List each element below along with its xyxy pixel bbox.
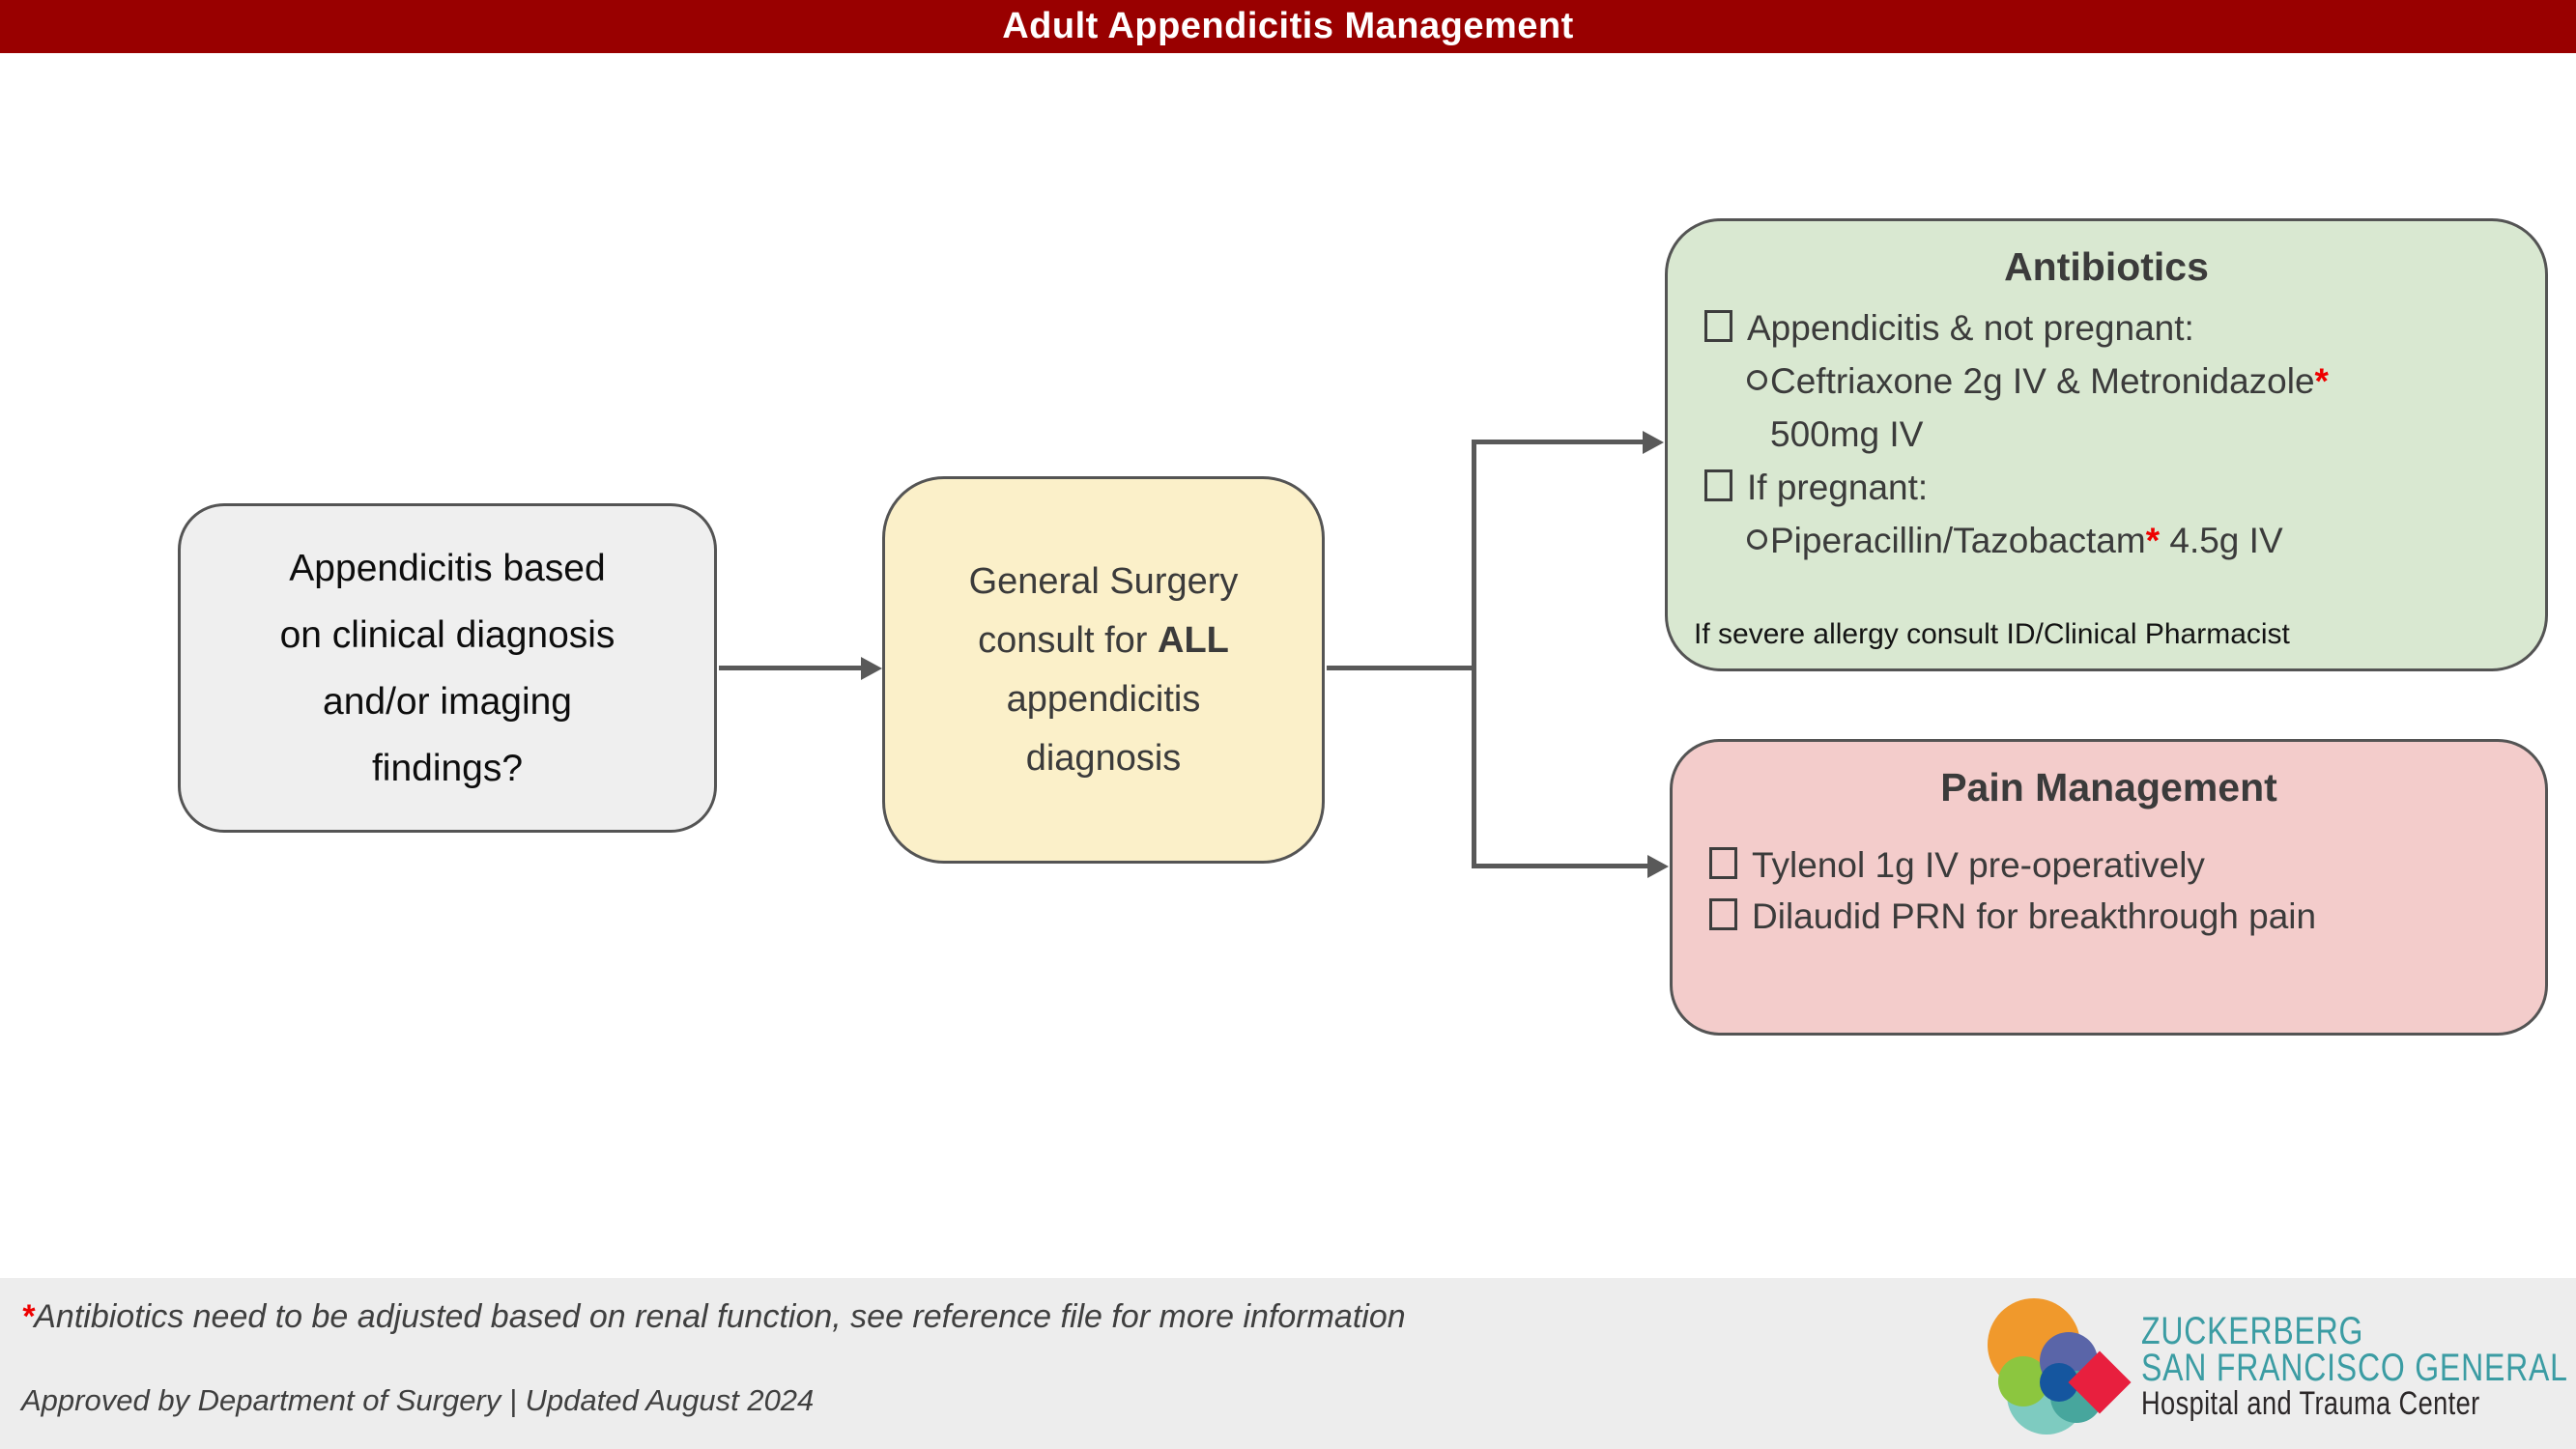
connector-branch-to-pain (1472, 864, 1648, 868)
connector-consult-to-branch (1327, 666, 1474, 670)
checkbox-icon (1704, 469, 1732, 501)
antibiotics-sub-piptazo: Piperacillin/Tazobactam* 4.5g IV (1668, 514, 2545, 567)
connector-branch-to-antibiotics (1472, 440, 1644, 444)
renal-footnote: *Antibiotics need to be adjusted based o… (21, 1298, 1406, 1335)
checkbox-icon (1709, 847, 1737, 879)
logo-text-zuckerberg: ZUCKERBERG (2141, 1310, 2364, 1352)
footnote-asterisk: * (21, 1298, 35, 1335)
consult-all-bold: ALL (1158, 619, 1229, 661)
consult-box: General Surgery consult for ALL appendic… (882, 476, 1325, 864)
antibiotics-item-not-pregnant: Appendicitis & not pregnant: (1668, 301, 2545, 355)
consult-line-3: appendicitis (1006, 678, 1201, 720)
consult-line-4: diagnosis (1025, 737, 1182, 779)
checkbox-icon (1709, 898, 1737, 930)
antibiotics-title: Antibiotics (2004, 244, 2209, 289)
question-box: Appendicitis based on clinical diagnosis… (178, 503, 717, 833)
title-banner: Adult Appendicitis Management (0, 0, 2576, 53)
renal-asterisk: * (2314, 361, 2329, 401)
logo-text-sf-general: SAN FRANCISCO GENERAL (2141, 1347, 2568, 1389)
question-line-2: on clinical diagnosis (279, 613, 615, 656)
question-line-3: and/or imaging (323, 680, 572, 723)
question-line-4: findings? (371, 747, 524, 789)
consult-line-2: consult for ALL (978, 619, 1229, 661)
question-box-text: Appendicitis based on clinical diagnosis… (280, 535, 615, 802)
consult-box-text: General Surgery consult for ALL appendic… (969, 553, 1239, 788)
renal-asterisk: * (2145, 521, 2161, 560)
connector-question-to-consult (719, 666, 862, 670)
circle-bullet-icon (1747, 529, 1767, 550)
antibiotics-item-pregnant: If pregnant: (1668, 461, 2545, 514)
arrowhead-into-pain (1647, 854, 1669, 878)
circle-bullet-icon (1747, 370, 1767, 390)
question-line-1: Appendicitis based (289, 547, 606, 589)
allergy-note: If severe allergy consult ID/Clinical Ph… (1694, 618, 2290, 650)
footer-band (0, 1278, 2576, 1449)
approval-line: Approved by Department of Surgery | Upda… (21, 1383, 815, 1417)
logo-text-hospital-trauma: Hospital and Trauma Center (2141, 1385, 2480, 1422)
pain-list: Tylenol 1g IV pre-operatively Dilaudid P… (1673, 839, 2545, 942)
hospital-logo-icon (1988, 1298, 2132, 1435)
checkbox-icon (1704, 310, 1732, 342)
antibiotics-list: Appendicitis & not pregnant: Ceftriaxone… (1668, 301, 2545, 567)
antibiotics-sub-ceftriaxone-cont: 500mg IV (1770, 414, 1924, 454)
arrowhead-into-antibiotics (1643, 430, 1664, 454)
page-title: Adult Appendicitis Management (1002, 6, 1574, 46)
pain-item-dilaudid: Dilaudid PRN for breakthrough pain (1673, 891, 2545, 942)
pain-management-box: Pain Management Tylenol 1g IV pre-operat… (1670, 739, 2548, 1036)
arrowhead-into-consult (861, 656, 882, 680)
pain-item-tylenol: Tylenol 1g IV pre-operatively (1673, 839, 2545, 891)
consult-line-1: General Surgery (968, 560, 1239, 602)
pain-title: Pain Management (1940, 765, 2277, 810)
antibiotics-box: Antibiotics Appendicitis & not pregnant:… (1665, 218, 2548, 671)
antibiotics-sub-ceftriaxone: Ceftriaxone 2g IV & Metronidazole* (1668, 355, 2545, 408)
branch-vertical-line (1472, 440, 1476, 868)
